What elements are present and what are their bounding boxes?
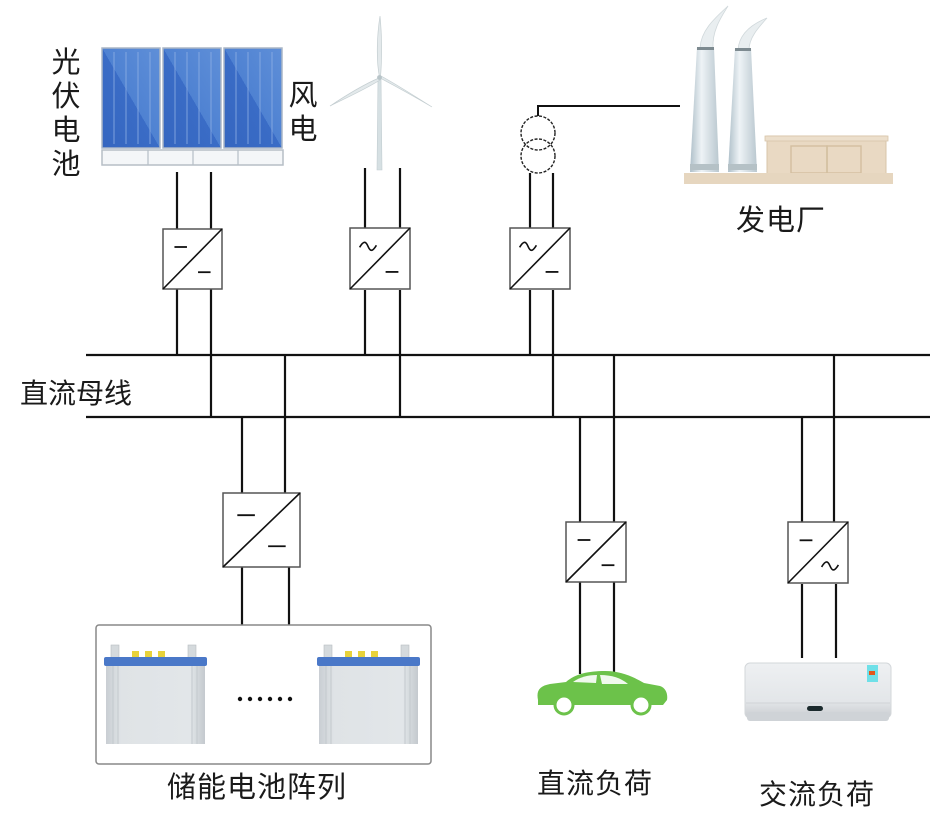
- ac-symbol-icon: [518, 241, 538, 252]
- converter-battery: [222, 492, 301, 568]
- battery-icon: [104, 644, 207, 744]
- converter-diagonal: [162, 228, 223, 290]
- converter-diagonal: [349, 227, 411, 290]
- converter-wind: [349, 227, 411, 290]
- ac-load-label: 交流负荷: [759, 778, 876, 811]
- air-conditioner-icon: [744, 662, 892, 721]
- converter-diagonal: [509, 227, 571, 290]
- dc-bus: [86, 353, 930, 419]
- solar-panel-icon: [101, 47, 284, 166]
- battery-array: [95, 624, 432, 765]
- wind-label: 风电: [288, 78, 318, 146]
- plant-feeder-line: [537, 105, 680, 116]
- converters: [162, 227, 849, 584]
- converter-diagonal: [565, 521, 627, 583]
- converter-diagonal: [787, 521, 849, 584]
- wind-turbine-icon: [329, 15, 433, 171]
- converter-ac-load: [787, 521, 849, 584]
- ac-symbol-icon: [358, 241, 378, 252]
- battery-array-label: 储能电池阵列: [167, 770, 348, 804]
- converter-diagonal: [222, 492, 301, 568]
- converter-grid: [509, 227, 571, 290]
- pv-label: 光伏电池: [51, 45, 81, 181]
- power-plant-label: 发电厂: [736, 203, 827, 237]
- transformer-icon: [520, 115, 556, 174]
- converter-dc-load: [565, 521, 627, 583]
- electric-car-icon: [537, 671, 668, 716]
- converter-pv: [162, 228, 223, 290]
- ac-symbol-icon: [820, 561, 840, 571]
- ellipsis-dots: [237, 696, 293, 702]
- dc-load-label: 直流负荷: [537, 767, 654, 800]
- wires: [175, 168, 838, 674]
- battery-icon: [317, 644, 420, 744]
- dc-bus-label: 直流母线: [20, 377, 133, 410]
- power-plant-icon: [684, 5, 893, 184]
